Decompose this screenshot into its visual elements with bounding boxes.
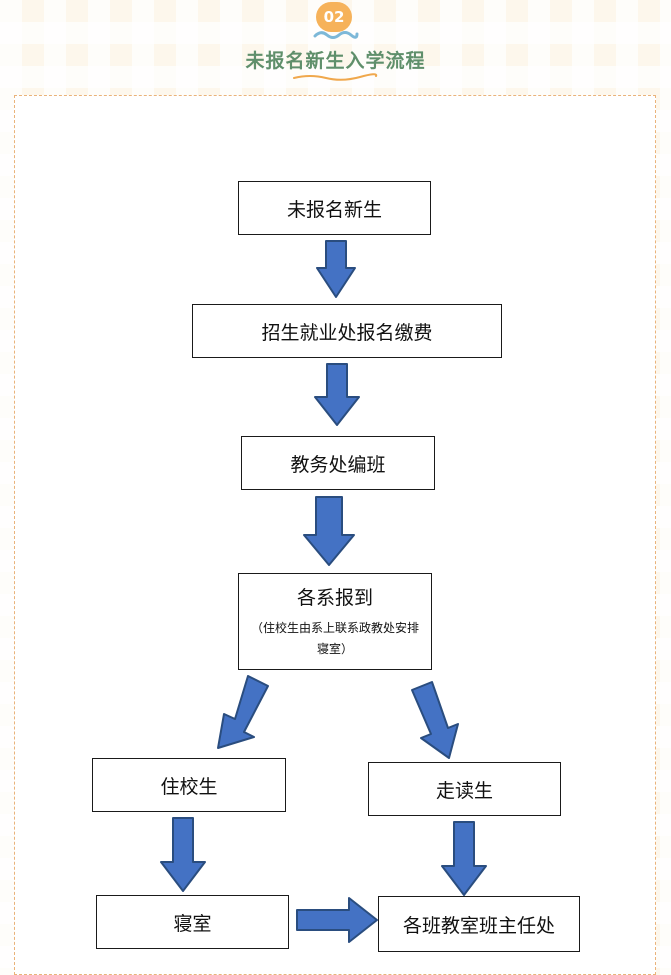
node-boarding: 住校生 [92, 758, 286, 812]
node-label: 招生就业处报名缴费 [261, 321, 433, 344]
node-note: （住校生由系上联系政教处安排寝室） [250, 621, 419, 656]
node-label: 教务处编班 [290, 453, 386, 476]
section-number-badge: 02 [316, 2, 352, 32]
node-label: 未报名新生 [286, 198, 382, 221]
page-title: 未报名新生入学流程 [245, 50, 426, 72]
node-department: 各系报到 （住校生由系上联系政教处安排寝室） [238, 573, 432, 670]
node-academic: 教务处编班 [241, 436, 435, 490]
node-label: 各系报到 [296, 587, 373, 609]
node-label: 各班教室班主任处 [402, 914, 555, 937]
node-dorm: 寝室 [96, 895, 289, 949]
node-unregistered: 未报名新生 [238, 181, 431, 235]
wave-icon [313, 31, 359, 39]
node-class-office: 各班教室班主任处 [378, 896, 580, 952]
node-label: 住校生 [160, 775, 218, 798]
node-day-student: 走读生 [368, 762, 561, 816]
section-header: 02 未报名新生入学流程 [0, 0, 671, 92]
squiggle-underline-icon [293, 73, 378, 81]
node-label: 走读生 [435, 779, 493, 802]
node-admissions: 招生就业处报名缴费 [192, 304, 502, 358]
node-label: 寝室 [173, 912, 212, 935]
